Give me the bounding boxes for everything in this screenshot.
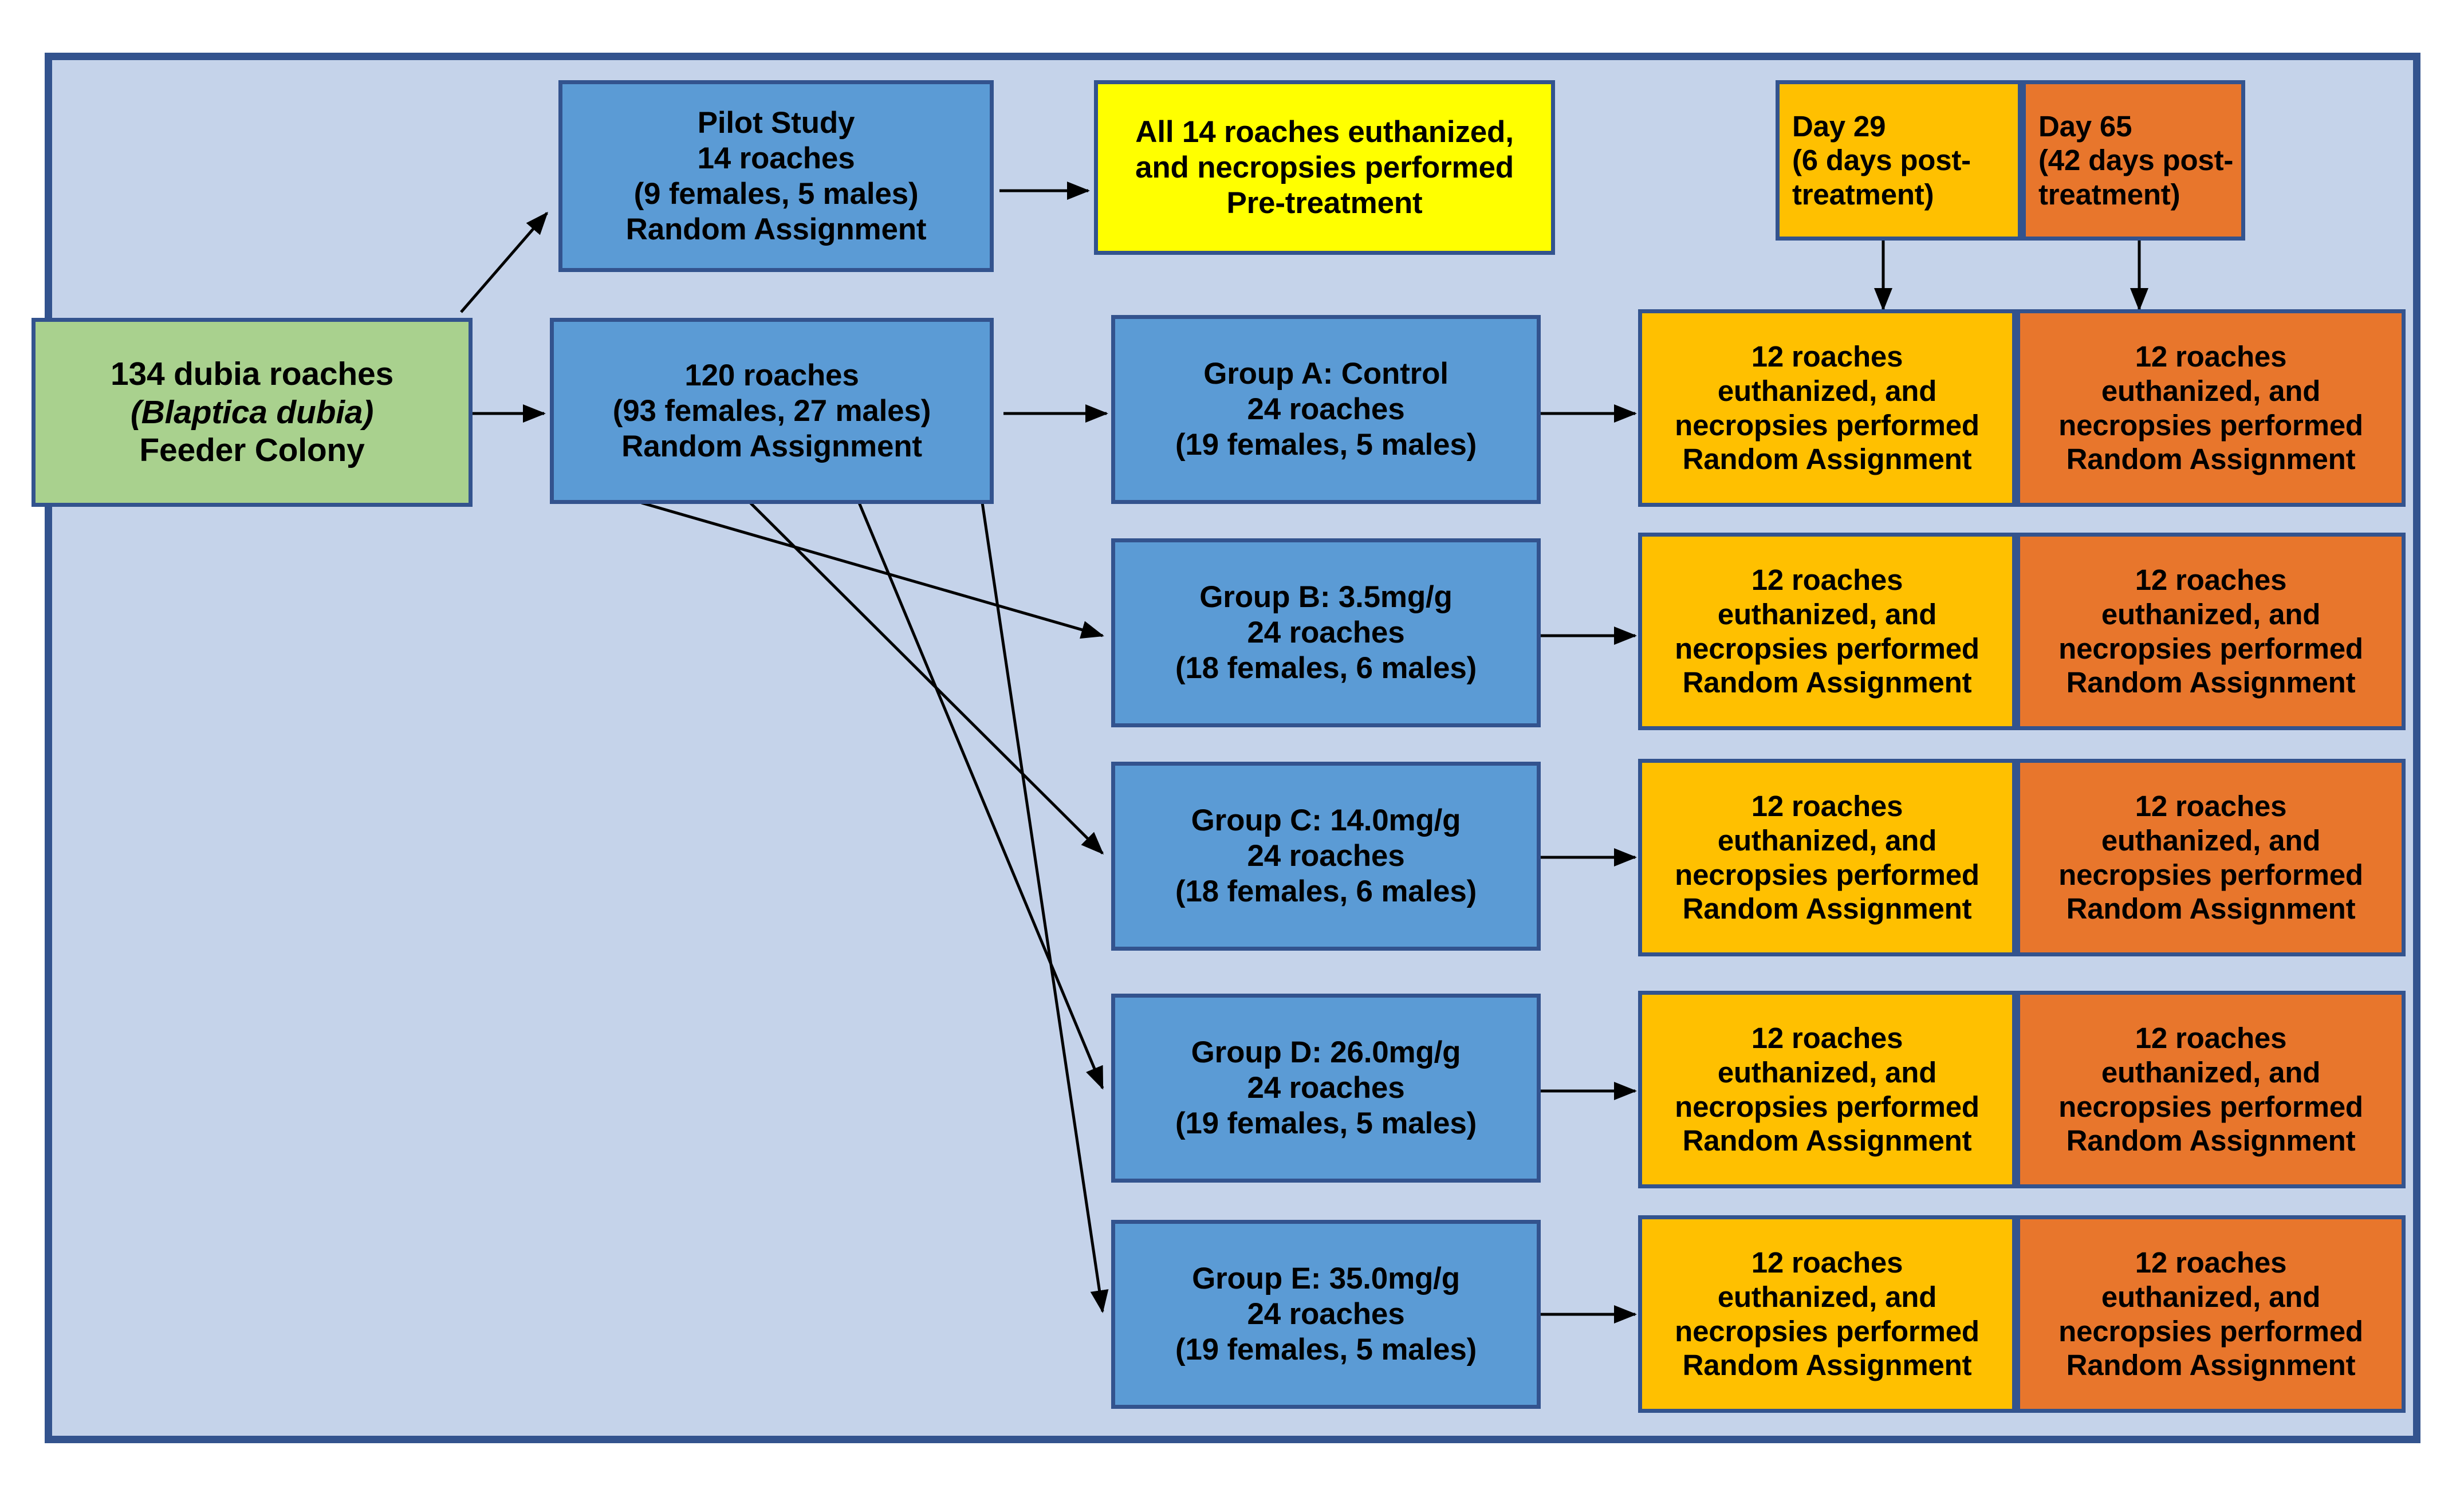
pilot-study-box[interactable]: Pilot Study 14 roaches (9 females, 5 mal… bbox=[558, 80, 994, 272]
diagram-frame bbox=[45, 53, 2420, 1443]
outcome-group-d-day-29[interactable]: 12 roaches euthanized, and necropsies pe… bbox=[1638, 991, 2016, 1188]
group-e-line-3: (19 females, 5 males) bbox=[1175, 1333, 1477, 1366]
outcome-b65-line-4: Random Assignment bbox=[2066, 666, 2356, 699]
outcome-e29-line-1: 12 roaches bbox=[1751, 1246, 1903, 1279]
source-line-1: 134 dubia roaches bbox=[111, 355, 393, 392]
outcome-c29-line-3: necropsies performed bbox=[1675, 858, 1979, 891]
main-pool-box[interactable]: 120 roaches (93 females, 27 males) Rando… bbox=[550, 318, 994, 504]
outcome-c29-line-1: 12 roaches bbox=[1751, 790, 1903, 823]
outcome-d65-line-1: 12 roaches bbox=[2135, 1022, 2287, 1055]
outcome-group-e-day-65[interactable]: 12 roaches euthanized, and necropsies pe… bbox=[2016, 1215, 2406, 1413]
pool-line-2: (93 females, 27 males) bbox=[612, 393, 931, 428]
outcome-a29-line-3: necropsies performed bbox=[1675, 408, 1979, 442]
pretreatment-line-1: All 14 roaches euthanized, bbox=[1135, 115, 1514, 149]
day65-line-1: Day 65 bbox=[2038, 109, 2132, 143]
outcome-b29-line-1: 12 roaches bbox=[1751, 564, 1903, 597]
day29-line-1: Day 29 bbox=[1792, 109, 1886, 143]
outcome-a65-line-4: Random Assignment bbox=[2066, 443, 2356, 476]
outcome-e29-line-4: Random Assignment bbox=[1682, 1349, 1972, 1382]
group-d-box[interactable]: Group D: 26.0mg/g 24 roaches (19 females… bbox=[1111, 994, 1541, 1183]
group-a-line-3: (19 females, 5 males) bbox=[1175, 428, 1477, 462]
source-line-3: Feeder Colony bbox=[139, 432, 365, 469]
outcome-e65-line-3: necropsies performed bbox=[2058, 1314, 2363, 1348]
outcome-d29-line-2: euthanized, and bbox=[1717, 1055, 1937, 1089]
outcome-group-b-day-29[interactable]: 12 roaches euthanized, and necropsies pe… bbox=[1638, 533, 2016, 730]
pool-line-1: 120 roaches bbox=[684, 358, 859, 392]
outcome-c65-line-3: necropsies performed bbox=[2058, 858, 2363, 891]
group-e-line-1: Group E: 35.0mg/g bbox=[1192, 1262, 1460, 1295]
outcome-a29-line-2: euthanized, and bbox=[1717, 374, 1937, 407]
outcome-group-c-day-65[interactable]: 12 roaches euthanized, and necropsies pe… bbox=[2016, 759, 2406, 956]
group-c-line-3: (18 females, 6 males) bbox=[1175, 875, 1477, 908]
group-b-line-2: 24 roaches bbox=[1247, 616, 1405, 649]
group-e-line-2: 24 roaches bbox=[1247, 1297, 1405, 1331]
outcome-d29-line-4: Random Assignment bbox=[1682, 1124, 1972, 1157]
outcome-d29-line-3: necropsies performed bbox=[1675, 1090, 1979, 1123]
outcome-b29-line-2: euthanized, and bbox=[1717, 597, 1937, 631]
pilot-line-4: Random Assignment bbox=[625, 212, 927, 246]
group-b-line-1: Group B: 3.5mg/g bbox=[1199, 580, 1453, 614]
source-line-2: (Blaptica dubia) bbox=[130, 393, 374, 431]
group-d-line-3: (19 females, 5 males) bbox=[1175, 1106, 1477, 1140]
outcome-b29-line-3: necropsies performed bbox=[1675, 632, 1979, 665]
source-colony-box[interactable]: 134 dubia roaches (Blaptica dubia) Feede… bbox=[32, 318, 473, 507]
outcome-group-b-day-65[interactable]: 12 roaches euthanized, and necropsies pe… bbox=[2016, 533, 2406, 730]
outcome-d29-line-1: 12 roaches bbox=[1751, 1022, 1903, 1055]
outcome-b65-line-3: necropsies performed bbox=[2058, 632, 2363, 665]
pilot-line-3: (9 females, 5 males) bbox=[633, 176, 919, 211]
group-b-box[interactable]: Group B: 3.5mg/g 24 roaches (18 females,… bbox=[1111, 538, 1541, 727]
group-d-line-2: 24 roaches bbox=[1247, 1071, 1405, 1105]
timepoint-header-day-29[interactable]: Day 29 (6 days post- treatment) bbox=[1776, 80, 2022, 241]
group-c-line-2: 24 roaches bbox=[1247, 839, 1405, 873]
outcome-c65-line-2: euthanized, and bbox=[2101, 824, 2321, 857]
outcome-c65-line-4: Random Assignment bbox=[2066, 892, 2356, 925]
outcome-group-a-day-65[interactable]: 12 roaches euthanized, and necropsies pe… bbox=[2016, 309, 2406, 507]
outcome-a29-line-4: Random Assignment bbox=[1682, 443, 1972, 476]
pretreatment-outcome-box[interactable]: All 14 roaches euthanized, and necropsie… bbox=[1094, 80, 1555, 255]
group-b-line-3: (18 females, 6 males) bbox=[1175, 651, 1477, 685]
outcome-c29-line-2: euthanized, and bbox=[1717, 824, 1937, 857]
group-e-box[interactable]: Group E: 35.0mg/g 24 roaches (19 females… bbox=[1111, 1220, 1541, 1409]
pretreatment-line-2: and necropsies performed bbox=[1135, 150, 1514, 184]
day65-line-3: treatment) bbox=[2038, 178, 2180, 211]
pilot-line-2: 14 roaches bbox=[697, 141, 855, 175]
outcome-group-c-day-29[interactable]: 12 roaches euthanized, and necropsies pe… bbox=[1638, 759, 2016, 956]
outcome-b65-line-1: 12 roaches bbox=[2135, 564, 2287, 597]
pretreatment-line-3: Pre-treatment bbox=[1226, 186, 1423, 220]
group-c-line-1: Group C: 14.0mg/g bbox=[1191, 803, 1461, 837]
timepoint-header-day-65[interactable]: Day 65 (42 days post- treatment) bbox=[2022, 80, 2245, 241]
outcome-a65-line-3: necropsies performed bbox=[2058, 408, 2363, 442]
outcome-c29-line-4: Random Assignment bbox=[1682, 892, 1972, 925]
day29-line-3: treatment) bbox=[1792, 178, 1934, 211]
group-a-line-1: Group A: Control bbox=[1203, 357, 1449, 391]
outcome-d65-line-4: Random Assignment bbox=[2066, 1124, 2356, 1157]
group-d-line-1: Group D: 26.0mg/g bbox=[1191, 1035, 1461, 1069]
outcome-b65-line-2: euthanized, and bbox=[2101, 597, 2321, 631]
outcome-e65-line-2: euthanized, and bbox=[2101, 1280, 2321, 1313]
outcome-e65-line-4: Random Assignment bbox=[2066, 1349, 2356, 1382]
outcome-b29-line-4: Random Assignment bbox=[1682, 666, 1972, 699]
day65-line-2: (42 days post- bbox=[2038, 144, 2234, 177]
pool-line-3: Random Assignment bbox=[621, 429, 922, 463]
outcome-c65-line-1: 12 roaches bbox=[2135, 790, 2287, 823]
outcome-d65-line-3: necropsies performed bbox=[2058, 1090, 2363, 1123]
outcome-a65-line-2: euthanized, and bbox=[2101, 374, 2321, 407]
group-a-box[interactable]: Group A: Control 24 roaches (19 females,… bbox=[1111, 315, 1541, 504]
pilot-line-1: Pilot Study bbox=[697, 105, 855, 140]
outcome-group-e-day-29[interactable]: 12 roaches euthanized, and necropsies pe… bbox=[1638, 1215, 2016, 1413]
outcome-a65-line-1: 12 roaches bbox=[2135, 340, 2287, 373]
outcome-d65-line-2: euthanized, and bbox=[2101, 1055, 2321, 1089]
group-c-box[interactable]: Group C: 14.0mg/g 24 roaches (18 females… bbox=[1111, 762, 1541, 951]
outcome-e65-line-1: 12 roaches bbox=[2135, 1246, 2287, 1279]
outcome-group-d-day-65[interactable]: 12 roaches euthanized, and necropsies pe… bbox=[2016, 991, 2406, 1188]
outcome-e29-line-3: necropsies performed bbox=[1675, 1314, 1979, 1348]
outcome-a29-line-1: 12 roaches bbox=[1751, 340, 1903, 373]
group-a-line-2: 24 roaches bbox=[1247, 392, 1405, 426]
outcome-e29-line-2: euthanized, and bbox=[1717, 1280, 1937, 1313]
day29-line-2: (6 days post- bbox=[1792, 144, 1971, 177]
outcome-group-a-day-29[interactable]: 12 roaches euthanized, and necropsies pe… bbox=[1638, 309, 2016, 507]
